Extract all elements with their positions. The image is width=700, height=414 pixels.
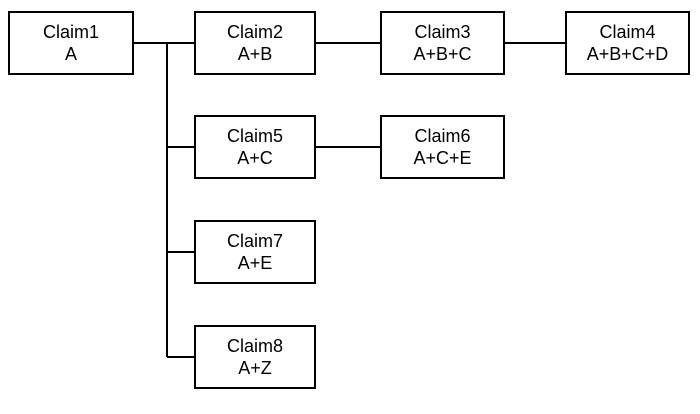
claim-1-box: Claim1 A (8, 11, 134, 75)
claim-formula: A (64, 44, 77, 64)
claim-8-box: Claim8 A+Z (194, 325, 316, 389)
claim-5-box: Claim5 A+C (194, 115, 316, 179)
claim-title: Claim2 (226, 22, 283, 42)
claim-formula: A+Z (238, 358, 272, 378)
claim-formula: A+B (237, 44, 273, 64)
claim-title: Claim6 (414, 126, 471, 146)
claim-title: Claim4 (599, 22, 656, 42)
claim-7-box: Claim7 A+E (194, 220, 316, 284)
claim-formula: A+B+C+D (586, 44, 669, 64)
claim-formula: A+C (237, 148, 273, 168)
claim-title: Claim8 (226, 336, 283, 356)
claim-4-box: Claim4 A+B+C+D (565, 11, 690, 75)
claim-title: Claim3 (414, 22, 471, 42)
claim-formula: A+E (237, 253, 273, 273)
claim-title: Claim1 (42, 22, 99, 42)
claim-title: Claim7 (226, 231, 283, 251)
claim-formula: A+B+C (413, 44, 472, 64)
claim-formula: A+C+E (413, 148, 472, 168)
claim-3-box: Claim3 A+B+C (380, 11, 505, 75)
claim-2-box: Claim2 A+B (194, 11, 316, 75)
claim-title: Claim5 (226, 126, 283, 146)
claim-6-box: Claim6 A+C+E (380, 115, 505, 179)
